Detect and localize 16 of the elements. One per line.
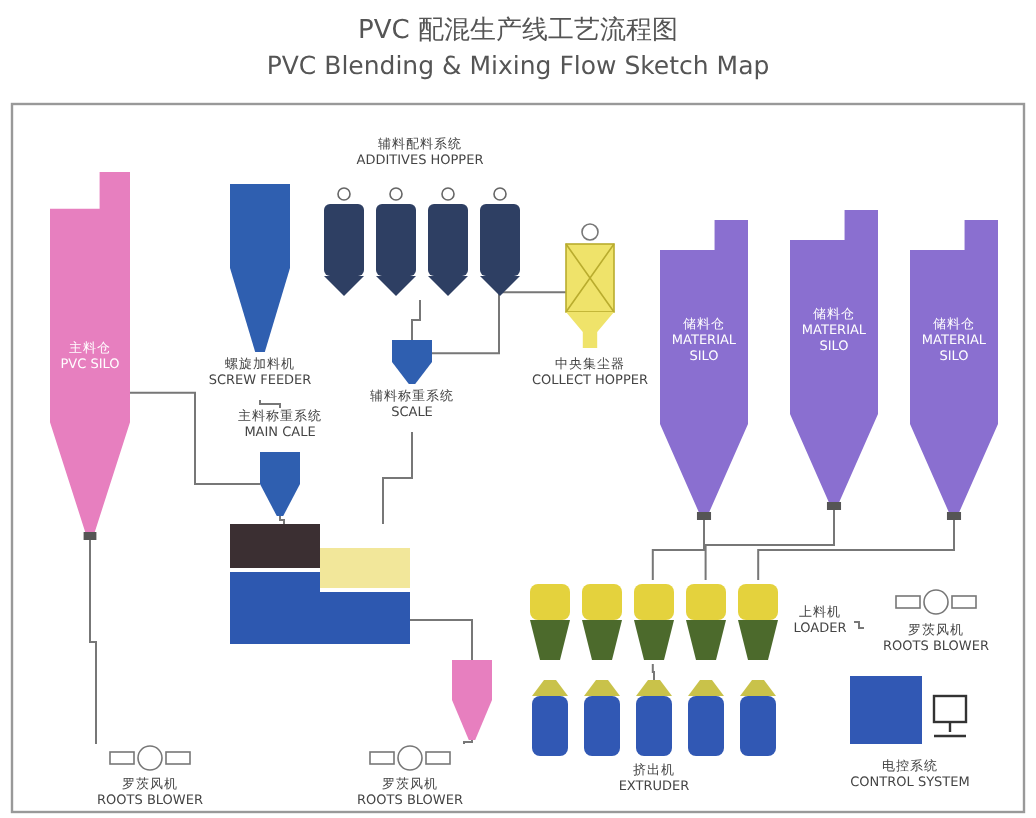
pipe-line xyxy=(409,619,473,661)
pipe-line xyxy=(651,663,655,681)
pipe-line xyxy=(757,519,955,581)
pipe-line xyxy=(463,739,473,745)
subtitle: PVC Blending & Mixing Flow Sketch Map xyxy=(264,50,772,80)
pipe-line xyxy=(279,515,285,525)
pipe-line xyxy=(853,621,865,629)
title: PVC 配混生产线工艺流程图 xyxy=(356,14,680,48)
pipe-line xyxy=(382,431,413,525)
pipe-line xyxy=(704,509,835,581)
pipe-line xyxy=(129,391,261,485)
pipe-line xyxy=(651,519,705,581)
pipe-line xyxy=(89,539,97,745)
pipe-line xyxy=(431,291,567,355)
pipe-line xyxy=(259,399,281,409)
pipe-line xyxy=(411,299,421,341)
